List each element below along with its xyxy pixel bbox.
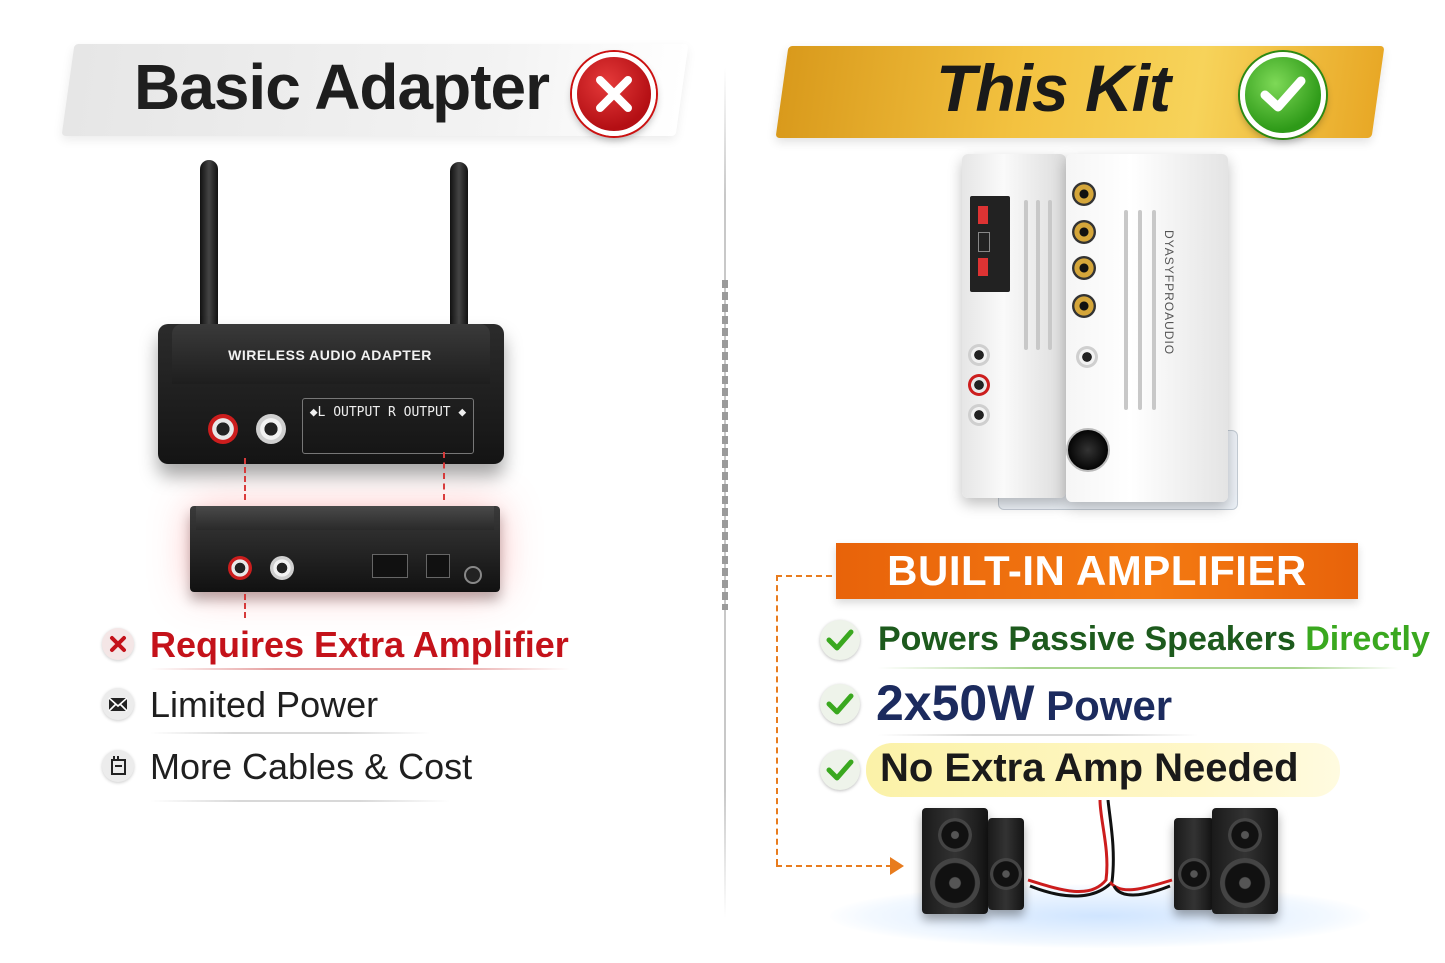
input-jack [968, 404, 990, 426]
output-labels: ◆L OUTPUT R OUTPUT ◆ [309, 405, 467, 420]
connector-line-down [244, 594, 246, 618]
adapter-label: WIRELESS AUDIO ADAPTER [228, 347, 432, 363]
divider [150, 732, 430, 734]
speaker-left-front [922, 808, 988, 914]
divider [878, 734, 1198, 736]
amp-knob [464, 566, 482, 584]
built-in-amplifier-label: BUILT-IN AMPLIFIER [887, 547, 1307, 594]
rca-gold-jack [1072, 220, 1096, 244]
rca-gold-jack [1072, 256, 1096, 280]
x-mark-icon [572, 52, 656, 136]
dashed-connector [776, 575, 778, 865]
speaker-right-rear [1174, 818, 1214, 910]
arrow-right-icon [890, 857, 904, 875]
speaker-right-front [1212, 808, 1278, 914]
vent-slot [1048, 200, 1052, 350]
feature-no-extra-amp: No Extra Amp Needed [880, 746, 1299, 790]
rca-red-jack [208, 414, 238, 444]
check-mark-icon [820, 684, 860, 724]
speaker-terminal-block [970, 196, 1010, 292]
envelope-icon [102, 688, 134, 720]
center-divider-dots [722, 280, 728, 610]
divider [150, 668, 570, 670]
feature-power-value: 2x50W [876, 675, 1035, 731]
vent-slot [1036, 200, 1040, 350]
vent-slot [1124, 210, 1128, 410]
divider [878, 667, 1398, 669]
input-jack [968, 344, 990, 366]
amp-rca-white [270, 556, 294, 580]
dashed-connector [776, 865, 892, 867]
rca-gold-jack [1072, 182, 1096, 206]
vent-slot [1138, 210, 1142, 410]
check-mark-icon [820, 620, 860, 660]
cable-box-icon [102, 750, 134, 782]
check-mark-icon [820, 750, 860, 790]
rca-white-jack [256, 414, 286, 444]
amp-terminal-block-2 [426, 554, 450, 578]
dashed-connector [776, 575, 832, 577]
feature-power-rating: 2x50W Power [876, 674, 1172, 732]
divider [150, 800, 450, 802]
x-mark-icon [102, 628, 134, 660]
connector-line-right [443, 452, 445, 500]
con-requires-amplifier: Requires Extra Amplifier [150, 624, 569, 665]
antenna-right [450, 162, 468, 342]
amplifier-top [196, 506, 494, 530]
feature-passive-speakers-main: Powers Passive Speakers [878, 620, 1306, 658]
speaker-left-rear [988, 818, 1024, 910]
left-title: Basic Adapter [134, 51, 550, 123]
aux-jack [1076, 346, 1098, 368]
amp-rca-red [228, 556, 252, 580]
antenna-left [200, 160, 218, 340]
amplifier-brand: DYASYFPROAUDIO [1162, 230, 1176, 356]
vent-slot [1024, 200, 1028, 350]
adapter-top-panel [172, 324, 490, 384]
con-limited-power: Limited Power [150, 684, 379, 725]
vent-slot [1152, 210, 1156, 410]
right-title: This Kit [936, 51, 1171, 125]
speaker-glow [830, 884, 1370, 948]
built-in-amplifier-banner [836, 543, 1358, 599]
speaker-wires [1027, 800, 1173, 898]
con-more-cables-cost: More Cables & Cost [150, 746, 473, 787]
amp-terminal-block [372, 554, 408, 578]
output-panel [302, 398, 474, 454]
check-mark-icon [1240, 52, 1326, 138]
feature-power-label: Power [1034, 682, 1173, 729]
volume-knob-icon [1066, 428, 1110, 472]
rca-gold-jack [1072, 294, 1096, 318]
input-jack-red [968, 374, 990, 396]
feature-highlight [866, 743, 1340, 797]
feature-passive-speakers-highlight: Directly [1305, 620, 1430, 658]
feature-passive-speakers: Powers Passive Speakers Directly [878, 620, 1430, 659]
connector-line-left [244, 458, 246, 500]
